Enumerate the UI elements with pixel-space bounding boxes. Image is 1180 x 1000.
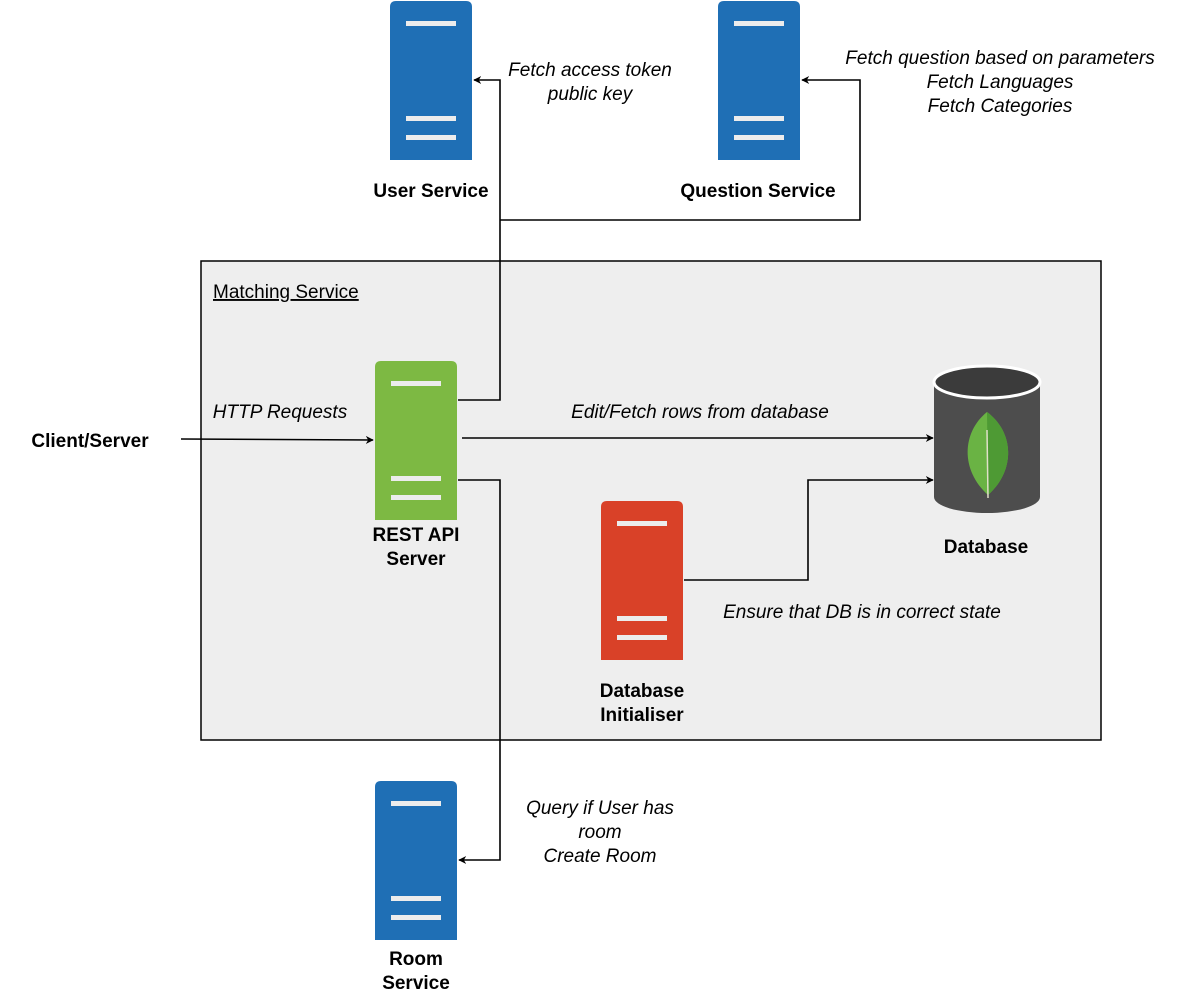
edge-label-room-line2: room <box>578 822 621 843</box>
edge-label-user-line2: public key <box>547 84 634 105</box>
edge-label-room-line1: Query if User has <box>526 798 674 819</box>
server-icon <box>390 1 472 160</box>
rest-api-label-line1: REST API <box>373 525 460 546</box>
container-title: Matching Service <box>213 282 359 303</box>
mongodb-database-icon <box>932 364 1042 513</box>
edge-client-to-rest <box>180 435 374 444</box>
edge-label-question-line3: Fetch Categories <box>928 96 1073 117</box>
database-initialiser-node: Database Initialiser <box>600 501 685 726</box>
edge-label-room-line3: Create Room <box>544 846 657 867</box>
edge-label-question-line2: Fetch Languages <box>927 72 1074 93</box>
server-icon <box>601 501 683 660</box>
user-service-node: User Service <box>373 1 489 202</box>
rest-api-server-node: REST API Server <box>373 361 460 570</box>
server-icon <box>375 361 457 520</box>
edge-rest-to-room-service <box>458 479 501 864</box>
question-service-node: Question Service <box>680 1 836 202</box>
edge-label-question-line1: Fetch question based on parameters <box>845 48 1155 69</box>
edge-labels: Fetch access token public key Fetch ques… <box>213 48 1155 867</box>
server-icon <box>718 1 800 160</box>
db-initialiser-label-line2: Initialiser <box>600 705 684 726</box>
room-service-label-line1: Room <box>389 949 443 970</box>
edge-label-initialiser: Ensure that DB is in correct state <box>723 602 1001 623</box>
db-initialiser-label-line1: Database <box>600 681 685 702</box>
client-server-label: Client/Server <box>31 431 149 452</box>
edge-rest-to-question-service <box>500 76 861 221</box>
server-icon <box>375 781 457 940</box>
edge-label-user-line1: Fetch access token <box>508 60 672 81</box>
room-service-node: Room Service <box>375 781 457 994</box>
database-node: Database <box>932 364 1042 558</box>
rest-api-label-line2: Server <box>386 549 446 570</box>
edge-rest-to-user-service <box>458 76 501 401</box>
room-service-label-line2: Service <box>382 973 450 994</box>
edges <box>180 76 934 864</box>
database-label: Database <box>944 537 1029 558</box>
edge-label-database: Edit/Fetch rows from database <box>571 402 829 423</box>
edge-initialiser-to-database <box>684 476 934 581</box>
edge-label-http-requests: HTTP Requests <box>213 402 348 423</box>
user-service-label: User Service <box>373 181 488 202</box>
question-service-label: Question Service <box>680 181 835 202</box>
